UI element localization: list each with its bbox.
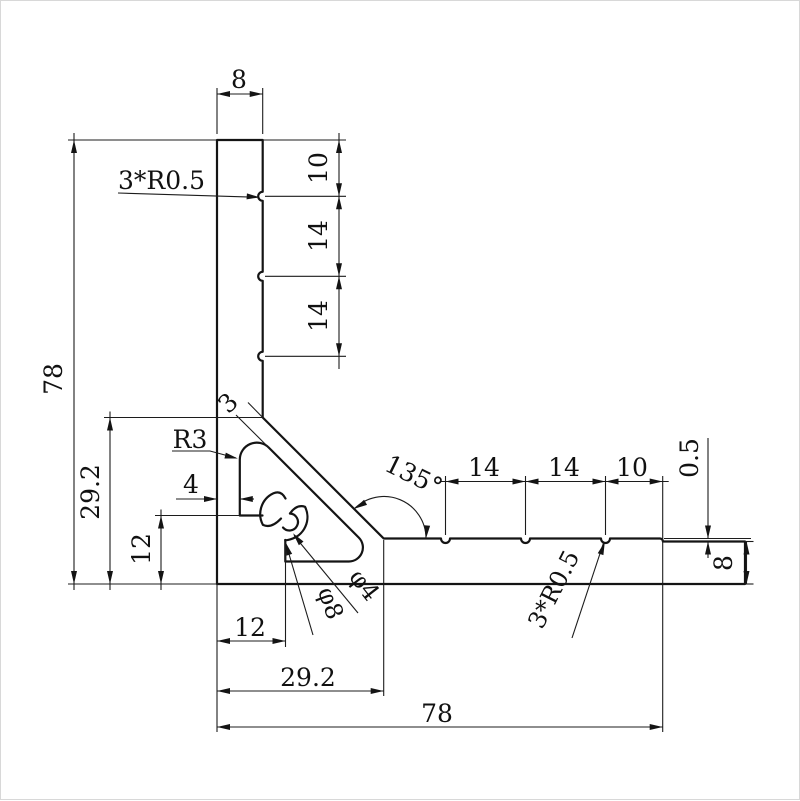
label-serration-top: 3*R0.5 <box>118 166 205 195</box>
profile-geometry <box>215 138 747 586</box>
arrowhead <box>445 478 459 485</box>
arrowhead <box>336 196 342 210</box>
arrowhead <box>217 688 230 694</box>
label-corner-radius: R3 <box>173 425 208 454</box>
arrowhead <box>239 496 253 502</box>
profile-outline <box>215 138 747 586</box>
arrowhead <box>354 499 368 509</box>
arrowhead <box>107 571 113 584</box>
leader-dia8 <box>285 543 314 636</box>
arrowhead <box>649 724 663 730</box>
dim-boss-offset: 12 <box>234 613 266 642</box>
dimension-labels: 8 10 14 14 78 29.2 12 4 R3 3*R0.5 3 135°… <box>39 65 738 728</box>
dim-right-chain-14b: 14 <box>304 300 333 332</box>
arrowhead <box>512 478 526 485</box>
arrowhead <box>424 525 431 539</box>
arrowhead <box>336 343 342 357</box>
dim-angle: 135° <box>380 449 447 501</box>
arrowhead <box>649 478 663 485</box>
arrowhead <box>272 638 286 644</box>
screw-boss-lower-lip <box>284 505 309 542</box>
dim-gusset-height: 29.2 <box>76 464 105 520</box>
arrowhead <box>525 478 539 485</box>
extension-lines <box>68 88 754 732</box>
arrowhead <box>605 478 619 485</box>
arrowhead <box>336 183 342 197</box>
dim-wall-width: 4 <box>183 470 199 499</box>
arrowhead <box>107 417 113 431</box>
arrowhead <box>224 452 238 459</box>
label-serration-bottom: 3*R0.5 <box>522 546 585 633</box>
dim-bottom-chain-14b: 14 <box>548 453 580 482</box>
screw-boss-inner-curl <box>281 512 300 532</box>
arrowhead <box>705 525 711 539</box>
arrowhead <box>217 91 230 97</box>
arrowhead <box>71 140 77 153</box>
arrowheads <box>71 91 750 730</box>
dim-bottom-chain-10: 10 <box>616 453 648 482</box>
dim-tip-step: 0.5 <box>675 438 704 478</box>
arrowhead <box>336 140 342 153</box>
label-boss-inner-dia: φ4 <box>343 564 385 607</box>
arrowhead <box>204 496 217 502</box>
label-boss-outer-dia: φ8 <box>312 583 349 623</box>
arrowhead <box>285 542 293 556</box>
arrowhead <box>293 533 304 546</box>
screw-boss-upper-lip <box>259 491 287 528</box>
arrowhead <box>158 571 164 584</box>
arrowhead <box>217 724 230 730</box>
arrowhead <box>597 541 605 556</box>
leader-dia4 <box>293 535 359 614</box>
dim-right-chain-10: 10 <box>304 152 333 184</box>
leader-serration-top <box>117 192 258 198</box>
dim-top-width: 8 <box>231 65 247 94</box>
arrowhead <box>705 541 711 555</box>
arrowhead <box>743 571 750 584</box>
arrowhead <box>592 478 606 485</box>
arrowhead <box>249 91 263 97</box>
dim-right-chain-14a: 14 <box>304 220 333 252</box>
leader-serration-bottom <box>571 542 605 639</box>
arrowhead <box>336 263 342 277</box>
dim-total-width: 78 <box>421 699 453 728</box>
arrowhead <box>158 515 164 529</box>
arrowhead <box>743 541 750 555</box>
arrowhead <box>246 193 260 200</box>
arrowhead <box>217 638 230 644</box>
dim-gusset-width: 29.2 <box>280 663 336 692</box>
arrowhead <box>336 276 342 290</box>
dim-bottom-chain-14a: 14 <box>468 453 500 482</box>
arrowhead <box>71 571 77 584</box>
dim-arm-thickness: 8 <box>709 555 738 571</box>
arrowhead <box>370 688 384 694</box>
dim-foot-height: 12 <box>127 533 156 565</box>
dim-total-height: 78 <box>39 363 68 395</box>
